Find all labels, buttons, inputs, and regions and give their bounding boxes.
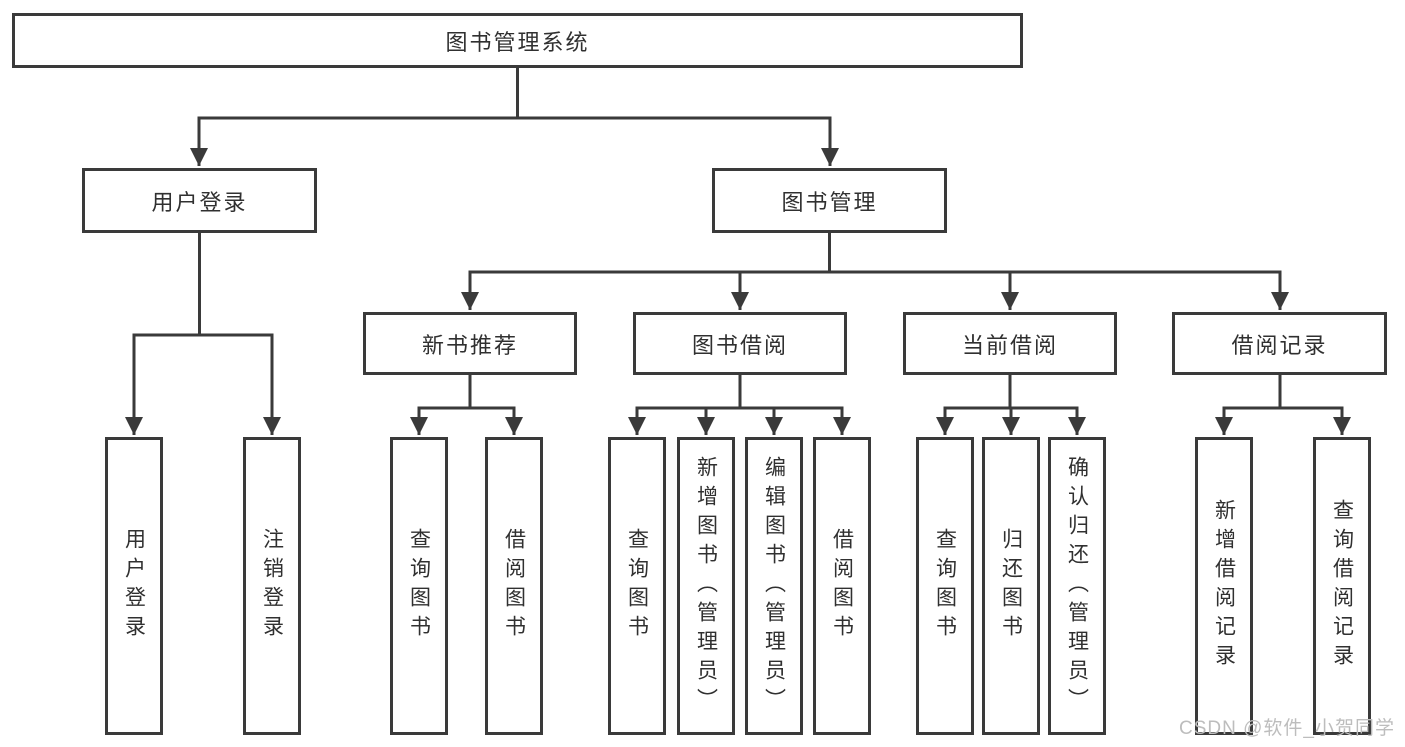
leaf-query-books-3-label: 查询图书 bbox=[933, 528, 957, 644]
node-new-book-recommend: 新书推荐 bbox=[363, 312, 577, 375]
node-book-management: 图书管理 bbox=[712, 168, 947, 233]
node-system-root: 图书管理系统 bbox=[12, 13, 1023, 68]
leaf-borrow-books-2: 借阅图书 bbox=[813, 437, 871, 735]
leaf-add-borrow-record-label: 新增借阅记录 bbox=[1212, 499, 1236, 673]
leaf-query-books-3: 查询图书 bbox=[916, 437, 974, 735]
leaf-confirm-return-admin: 确认归还（管理员） bbox=[1048, 437, 1106, 735]
node-borrow-records: 借阅记录 bbox=[1172, 312, 1387, 375]
leaf-query-books-2: 查询图书 bbox=[608, 437, 666, 735]
leaf-add-book-admin: 新增图书（管理员） bbox=[677, 437, 735, 735]
leaf-logout-label: 注销登录 bbox=[260, 528, 284, 644]
leaf-return-book-label: 归还图书 bbox=[999, 528, 1023, 644]
leaf-query-books-1: 查询图书 bbox=[390, 437, 448, 735]
node-book-borrow: 图书借阅 bbox=[633, 312, 847, 375]
leaf-user-login: 用户登录 bbox=[105, 437, 163, 735]
leaf-query-borrow-record: 查询借阅记录 bbox=[1313, 437, 1371, 735]
leaf-user-login-label: 用户登录 bbox=[122, 528, 146, 644]
leaf-query-books-1-label: 查询图书 bbox=[407, 528, 431, 644]
csdn-watermark: CSDN @软件_小贺同学 bbox=[1179, 718, 1395, 739]
leaf-add-book-admin-label: 新增图书（管理员） bbox=[694, 455, 718, 717]
node-user-login: 用户登录 bbox=[82, 168, 317, 233]
leaf-query-borrow-record-label: 查询借阅记录 bbox=[1330, 499, 1354, 673]
leaf-logout: 注销登录 bbox=[243, 437, 301, 735]
leaf-query-books-2-label: 查询图书 bbox=[625, 528, 649, 644]
leaf-borrow-books-2-label: 借阅图书 bbox=[830, 528, 854, 644]
node-current-borrow: 当前借阅 bbox=[903, 312, 1117, 375]
leaf-add-borrow-record: 新增借阅记录 bbox=[1195, 437, 1253, 735]
leaf-borrow-books-1-label: 借阅图书 bbox=[502, 528, 526, 644]
leaf-edit-book-admin: 编辑图书（管理员） bbox=[745, 437, 803, 735]
leaf-return-book: 归还图书 bbox=[982, 437, 1040, 735]
leaf-borrow-books-1: 借阅图书 bbox=[485, 437, 543, 735]
leaf-edit-book-admin-label: 编辑图书（管理员） bbox=[762, 455, 786, 717]
leaf-confirm-return-admin-label: 确认归还（管理员） bbox=[1065, 455, 1089, 717]
